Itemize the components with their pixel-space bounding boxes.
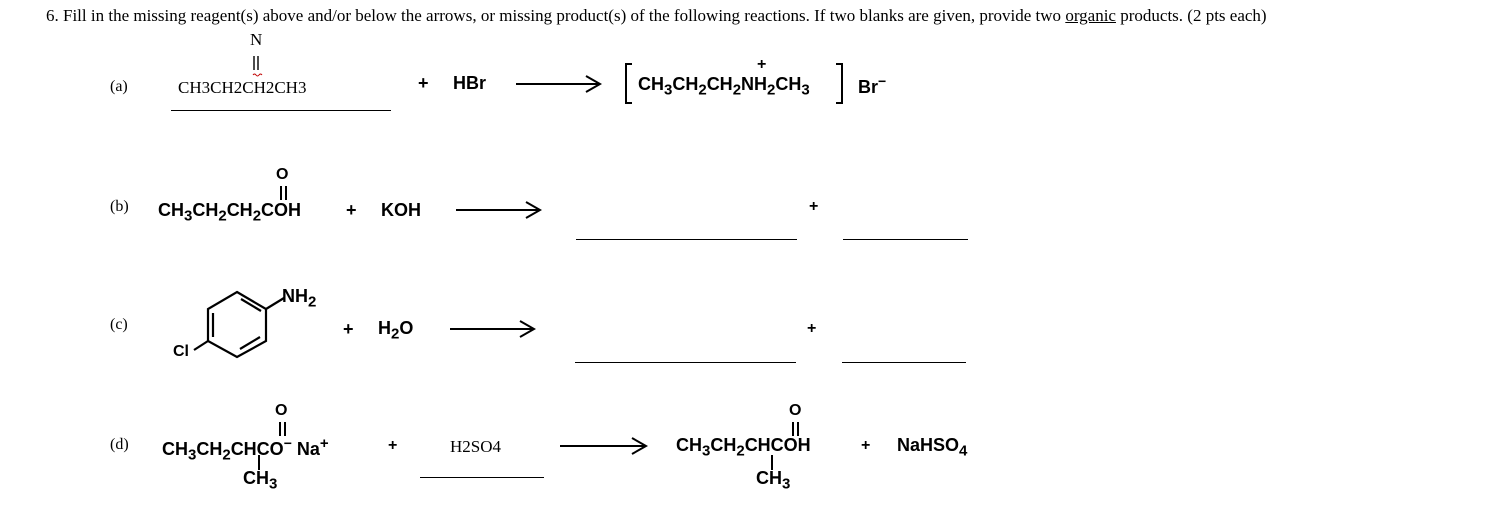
plus-a: + [418,73,429,93]
carbonyl-b [280,186,287,200]
bracket-a [625,63,843,104]
answer-a-chain[interactable]: CH3CH2CH2CH3 [178,78,307,97]
plus-b-2: + [809,198,819,215]
plus-c-2: + [807,320,817,337]
plus-c-1: + [343,319,354,339]
carbonyl-d-reactant [258,422,286,470]
chloro-c: Cl [173,343,189,360]
question-header: 6. Fill in the missing reagent(s) above … [46,6,1267,26]
arrow-d [560,437,649,455]
blank-c-product-2[interactable] [842,362,966,363]
reactant-d-branch: CH3 [243,468,278,493]
reagent-b: KOH [381,200,421,220]
answer-d-reagent[interactable]: H2SO4 [450,437,502,456]
product-a: CH3CH2CH2NH2CH3 [638,74,810,99]
spellcheck-squiggle [252,73,263,77]
blank-b-product-2[interactable] [843,239,968,240]
arrow-b [456,201,543,219]
plus-d-1: + [388,437,398,454]
imine-double-bond [253,56,259,70]
counterion-a: Br− [858,73,887,97]
reagent-a: HBr [453,73,487,93]
label-a: (a) [110,78,128,95]
question-text-end: products. (2 pts each) [1115,6,1267,25]
answer-a-nitrogen: N [250,30,263,49]
byproduct-d: NaHSO4 [897,435,968,460]
label-b: (b) [110,198,129,215]
blank-c-product-1[interactable] [575,362,796,363]
reactant-d: CH3CH2CHCO− Na+ [162,435,329,464]
label-c: (c) [110,316,128,333]
reactant-b: CH3CH2CH2COH [158,200,302,225]
blank-a-reagent[interactable] [171,110,391,111]
amine-c: NH2 [282,286,317,311]
plus-b-1: + [346,200,357,220]
carbonyl-o-d-product: O [789,402,802,419]
product-d: CH3CH2CHCOH [676,435,811,460]
question-text: Fill in the missing reagent(s) above and… [63,6,1066,25]
charge-a: + [757,56,767,73]
label-d: (d) [110,436,129,453]
plus-d-2: + [861,437,871,454]
question-underlined-word: organic [1065,6,1116,25]
product-d-branch: CH3 [756,468,791,493]
carbonyl-o-d-reactant: O [275,402,288,419]
benzene-ring [193,290,285,359]
blank-d-reagent[interactable] [420,477,544,478]
blank-b-product-1[interactable] [576,239,797,240]
reagent-c: H2O [378,318,414,343]
arrow-a [516,75,603,93]
carbonyl-o-b: O [276,166,289,183]
question-number: 6. [46,6,59,25]
arrow-c [450,320,537,338]
carbonyl-d-product [771,422,799,470]
